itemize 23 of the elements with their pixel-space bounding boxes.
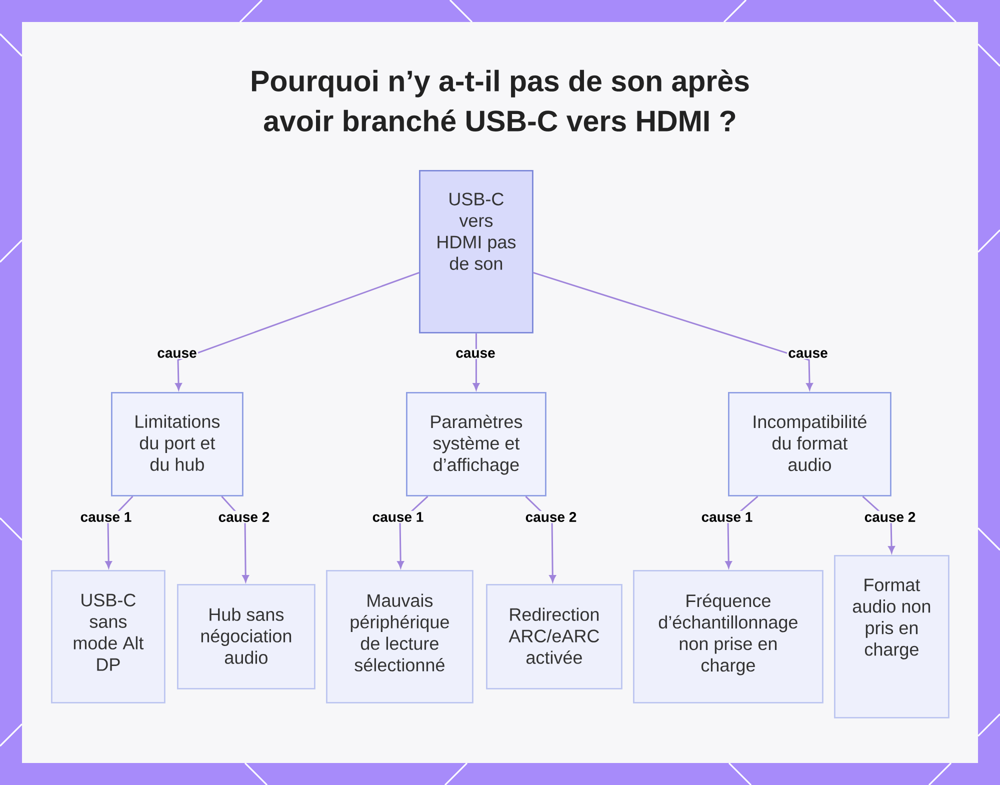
edge-label: cause 1 — [371, 510, 425, 524]
arrow — [472, 333, 480, 390]
edge-label: cause 2 — [863, 510, 917, 524]
arrow — [221, 496, 249, 582]
title: Pourquoi n’y a-t-il pas de son après avoir branché USB-C vers HDMI ? — [252, 70, 749, 132]
cause-box: Hub sans négociation audio — [177, 584, 316, 690]
cause-box: Redirection ARC/eARC activée — [486, 584, 622, 690]
cause-box: Incompatibilité du format audio — [728, 392, 892, 496]
edge-label: cause 2 — [524, 510, 578, 524]
cause-box: USB-C sans mode Alt DP — [51, 570, 166, 704]
cause-box: Paramètres système et d’affichage — [406, 392, 546, 496]
edge-label: cause 2 — [217, 510, 271, 524]
cause-box: Mauvais périphérique de lecture sélectionné — [326, 570, 474, 704]
arrow — [105, 496, 134, 568]
cause-box: Fréquence d’échantillonnage non prise en charge — [633, 570, 824, 704]
edge-label: cause 1 — [700, 510, 754, 524]
edge-label: cause 1 — [79, 510, 133, 524]
arrow — [525, 496, 556, 582]
arrow — [533, 272, 813, 390]
cause-box: Limitations du port et du hub — [111, 392, 244, 496]
root-box: USB-C vers HDMI pas de son — [419, 170, 534, 334]
cause-box: Format audio non pris en charge — [834, 555, 950, 718]
arrow — [175, 272, 420, 390]
